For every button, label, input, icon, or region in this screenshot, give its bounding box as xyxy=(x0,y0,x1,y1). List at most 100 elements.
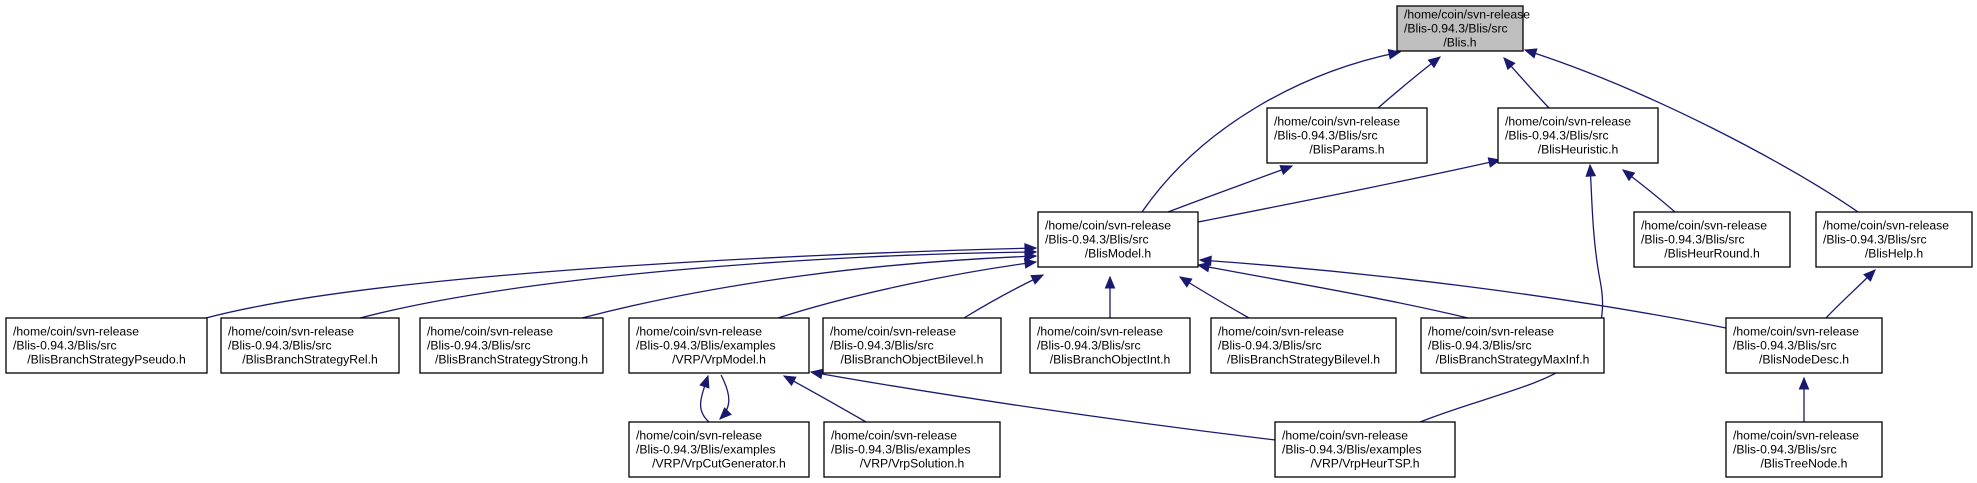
edge-line xyxy=(1377,56,1441,109)
edge-line xyxy=(1197,159,1501,223)
node-label-line: /Blis-0.94.3/Blis/examples xyxy=(636,443,776,457)
node-label-line: /BlisModel.h xyxy=(1085,247,1151,261)
edge-line xyxy=(1197,264,1469,319)
node-label-line: /home/coin/svn-release xyxy=(831,429,957,443)
node-label-line: /home/coin/svn-release xyxy=(1823,219,1949,233)
node-label-line: /BlisBranchStrategyPseudo.h xyxy=(27,353,186,367)
node-label-line: /BlisBranchStrategyStrong.h xyxy=(435,353,588,367)
arrowhead xyxy=(809,368,824,380)
node-label-line: /BlisHeuristic.h xyxy=(1538,143,1619,157)
node-label-line: /Blis-0.94.3/Blis/examples xyxy=(1282,443,1422,457)
node-label-line: /home/coin/svn-release xyxy=(636,325,762,339)
node-blisbranchstrategystrong-h[interactable]: /home/coin/svn-release/Blis-0.94.3/Blis/… xyxy=(419,317,604,374)
node-vrpmodel-h[interactable]: /home/coin/svn-release/Blis-0.94.3/Blis/… xyxy=(628,317,810,374)
edge-blisbranchstrategystrong-h-includes-blismodel-h xyxy=(581,251,1038,319)
edge-line xyxy=(1199,259,1727,329)
node-label-line: /Blis-0.94.3/Blis/src xyxy=(1733,443,1837,457)
arrowhead xyxy=(1030,274,1045,285)
node-box xyxy=(1396,5,1524,52)
node-blisbranchstrategyrel-h[interactable]: /home/coin/svn-release/Blis-0.94.3/Blis/… xyxy=(220,317,400,374)
node-label-line: /home/coin/svn-release xyxy=(1045,219,1171,233)
node-blisbranchstrategybilevel-h[interactable]: /home/coin/svn-release/Blis-0.94.3/Blis/… xyxy=(1210,317,1397,374)
node-blisheuristic-h[interactable]: /home/coin/svn-release/Blis-0.94.3/Blis/… xyxy=(1497,107,1659,164)
arrowhead xyxy=(1863,269,1876,282)
node-label-line: /home/coin/svn-release xyxy=(1505,115,1631,129)
edge-blishelp-h-includes-blis-h xyxy=(1523,48,1859,213)
node-label-line: /Blis-0.94.3/Blis/src xyxy=(1505,129,1609,143)
node-box xyxy=(1037,211,1199,268)
node-blisparams-h[interactable]: /home/coin/svn-release/Blis-0.94.3/Blis/… xyxy=(1266,107,1428,164)
arrowhead xyxy=(1503,57,1516,71)
node-label-line: /home/coin/svn-release xyxy=(427,325,553,339)
edge-line xyxy=(810,371,1276,441)
arrowhead xyxy=(1024,251,1038,262)
node-vrpcutgenerator-h[interactable]: /home/coin/svn-release/Blis-0.94.3/Blis/… xyxy=(628,421,810,478)
node-blishelp-h[interactable]: /home/coin/svn-release/Blis-0.94.3/Blis/… xyxy=(1815,211,1973,268)
node-label-line: /home/coin/svn-release xyxy=(830,325,956,339)
node-label-line: /Blis-0.94.3/Blis/src xyxy=(1733,339,1837,353)
arrowhead xyxy=(1798,376,1810,390)
edge-blisparams-h-includes-blis-h xyxy=(1377,56,1442,109)
node-label-line: /Blis-0.94.3/Blis/src xyxy=(1428,339,1532,353)
node-vrpsolution-h[interactable]: /home/coin/svn-release/Blis-0.94.3/Blis/… xyxy=(823,421,1001,478)
node-label-line: /home/coin/svn-release xyxy=(1404,8,1530,22)
node-label-line: /VRP/VrpHeurTSP.h xyxy=(1310,457,1419,471)
node-box xyxy=(822,317,1002,374)
edge-line xyxy=(359,251,1037,319)
edge-blisheuristic-h-includes-blis-h xyxy=(1503,57,1550,109)
node-box xyxy=(1274,421,1456,478)
edge-blisnodedesc-h-includes-blishelp-h xyxy=(1825,269,1876,319)
edge-vrpmodel-h-includes-vrpcutgenerator-h xyxy=(719,374,732,420)
nodes-layer: /home/coin/svn-release/Blis-0.94.3/Blis/… xyxy=(5,5,1973,478)
node-label-line: /BlisBranchObjectInt.h xyxy=(1050,353,1171,367)
edge-blisbranchstrategymaxinf-h-includes-blismodel-h xyxy=(1196,261,1469,319)
node-blis-h[interactable]: /home/coin/svn-release/Blis-0.94.3/Blis/… xyxy=(1396,5,1530,52)
node-label-line: /VRP/VrpSolution.h xyxy=(860,457,965,471)
node-box xyxy=(220,317,400,374)
edge-vrpheurtsp-h-includes-blisheuristic-h xyxy=(1419,163,1604,423)
node-blisheurround-h[interactable]: /home/coin/svn-release/Blis-0.94.3/Blis/… xyxy=(1633,211,1791,268)
edge-line xyxy=(205,247,1037,319)
node-label-line: /home/coin/svn-release xyxy=(1641,219,1767,233)
node-label-line: /BlisNodeDesc.h xyxy=(1759,353,1849,367)
node-label-line: /Blis-0.94.3/Blis/src xyxy=(1045,233,1149,247)
node-label-line: /home/coin/svn-release xyxy=(228,325,354,339)
edge-line xyxy=(1419,164,1604,423)
node-blistreenode-h[interactable]: /home/coin/svn-release/Blis-0.94.3/Blis/… xyxy=(1725,421,1883,478)
arrowhead xyxy=(1487,157,1502,168)
node-blismodel-h[interactable]: /home/coin/svn-release/Blis-0.94.3/Blis/… xyxy=(1037,211,1199,268)
edge-vrpsolution-h-includes-vrpmodel-h xyxy=(782,375,867,423)
node-blisbranchobjectint-h[interactable]: /home/coin/svn-release/Blis-0.94.3/Blis/… xyxy=(1029,317,1191,374)
node-box xyxy=(1725,421,1883,478)
arrowhead xyxy=(1279,165,1294,176)
arrowhead xyxy=(1023,258,1038,269)
node-label-line: /BlisHeurRound.h xyxy=(1664,247,1760,261)
node-vrpheurtsp-h[interactable]: /home/coin/svn-release/Blis-0.94.3/Blis/… xyxy=(1274,421,1456,478)
node-label-line: /BlisBranchStrategyRel.h xyxy=(242,353,377,367)
node-label-line: /BlisTreeNode.h xyxy=(1761,457,1848,471)
edge-line xyxy=(1179,276,1250,319)
node-blisnodedesc-h[interactable]: /home/coin/svn-release/Blis-0.94.3/Blis/… xyxy=(1725,317,1883,374)
edge-line xyxy=(777,261,1037,319)
edge-vrpheurtsp-h-includes-vrpmodel-h xyxy=(809,368,1276,441)
node-label-line: /home/coin/svn-release xyxy=(13,325,139,339)
node-blisbranchobjectbilevel-h[interactable]: /home/coin/svn-release/Blis-0.94.3/Blis/… xyxy=(822,317,1002,374)
arrowhead xyxy=(1427,56,1442,69)
node-label-line: /BlisBranchStrategyBilevel.h xyxy=(1227,353,1380,367)
arrowhead xyxy=(1523,48,1538,59)
arrowhead xyxy=(1104,275,1116,289)
edge-blisbranchobjectint-h-includes-blismodel-h xyxy=(1104,275,1116,318)
arrowhead xyxy=(719,407,732,420)
node-blisbranchstrategypseudo-h[interactable]: /home/coin/svn-release/Blis-0.94.3/Blis/… xyxy=(5,317,208,374)
arrowhead xyxy=(782,375,797,387)
edge-line xyxy=(1524,49,1859,213)
edge-blisheurround-h-includes-blisheuristic-h xyxy=(1621,169,1676,213)
arrowhead xyxy=(1196,261,1211,273)
node-box xyxy=(1725,317,1883,374)
node-box xyxy=(1633,211,1791,268)
node-label-line: /Blis-0.94.3/Blis/src xyxy=(13,339,117,353)
node-blisbranchstrategymaxinf-h[interactable]: /home/coin/svn-release/Blis-0.94.3/Blis/… xyxy=(1420,317,1605,374)
node-label-line: /Blis-0.94.3/Blis/src xyxy=(1037,339,1141,353)
node-label-line: /Blis-0.94.3/Blis/src xyxy=(1218,339,1322,353)
